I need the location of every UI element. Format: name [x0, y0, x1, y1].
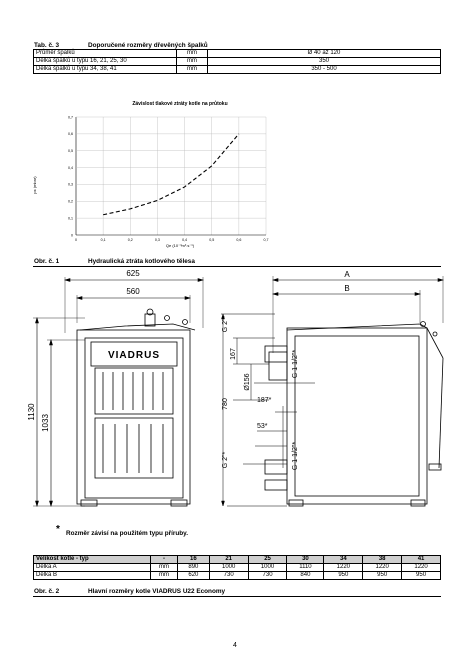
- figure1-title: Hydraulická ztráta kotlového tělesa: [88, 258, 195, 265]
- pressure-loss-chart: Závislost tlakové ztráty kotle na průtok…: [32, 100, 269, 248]
- brand-logo: VIADRUS: [108, 350, 160, 361]
- x-tick-label: 0,1: [101, 238, 106, 242]
- y-tick-label: 0,2: [68, 200, 73, 204]
- table-title: Doporučené rozměry dřevěných špalků: [88, 42, 208, 49]
- footnote-star: *: [56, 524, 60, 535]
- divider: [33, 266, 441, 267]
- y-tick-label: 0,3: [68, 183, 73, 187]
- table-row: Délka A mm 890 1000 1000 1110 1220 1220 …: [33, 563, 441, 572]
- dim-53: 53*: [257, 423, 268, 430]
- flange-bottom-g112: G 1 1/2"*: [292, 442, 299, 470]
- chart-ticks: 0 0,1 0,2 0,3 0,4 0,5 0,6 0,7 0 0,1 0,2 0,3 0,4 0,5 0,…: [68, 115, 269, 242]
- x-tick-label: 0,6: [236, 238, 241, 242]
- side-length-dims: [271, 276, 445, 353]
- y-tick-label: 0,1: [68, 216, 73, 220]
- x-tick-label: 0,5: [209, 238, 214, 242]
- boiler-front-view: [76, 308, 196, 507]
- figure1-label: Obr. č. 1: [34, 258, 60, 265]
- page-number: 4: [233, 642, 237, 649]
- chart-title: Závislost tlakové ztráty kotle na průtok…: [132, 100, 227, 107]
- footnote-text: Rozměr závisí na použitém typu příruby.: [66, 530, 189, 537]
- table-row: Délka B mm 620 730 730 840 950 950 950: [33, 571, 441, 580]
- y-tick-label: 0: [71, 233, 73, 237]
- table-row: Průměr špalků mm Ø 40 až 120: [33, 49, 441, 58]
- divider: [33, 596, 441, 597]
- dim-156: Ø156: [244, 373, 251, 390]
- dim-1033: 1033: [41, 414, 50, 432]
- dim-167: 167: [230, 348, 237, 360]
- dim-560: 560: [126, 287, 140, 296]
- figure2-label: Obr. č. 2: [34, 588, 60, 595]
- flange-top-g2: G 2"*: [222, 315, 229, 332]
- y-tick-label: 0,5: [68, 149, 73, 153]
- table-header: Velikost kotle - typ - 16 21 25 30 34 38…: [33, 555, 441, 564]
- boiler-side-view: [264, 321, 444, 507]
- flange-top-g112: G 1 1/2"*: [292, 350, 299, 378]
- side-height-dims: [221, 313, 315, 507]
- dim-a: A: [344, 270, 350, 279]
- y-axis-label: px (mbar): [32, 176, 37, 194]
- series-line: [103, 133, 240, 216]
- table-row: Délka špalků u typu 16, 21, 25, 30 mm 35…: [33, 57, 441, 66]
- dim-1130: 1130: [27, 403, 36, 421]
- table-label: Tab. č. 3: [34, 42, 60, 49]
- x-tick-label: 0,2: [128, 238, 133, 242]
- figure2-title: Hlavní rozměry kotle VIADRUS U22 Economy: [88, 588, 226, 595]
- chart-grid: [75, 116, 267, 236]
- dim-187: 187*: [257, 397, 272, 404]
- dim-625: 625: [126, 269, 140, 278]
- y-tick-label: 0,6: [68, 132, 73, 136]
- front-width-dims: [63, 277, 205, 333]
- dim-780: 780: [222, 398, 229, 410]
- table-row: Délka špalků u typu 34, 38, 41 mm 350 - …: [33, 65, 441, 74]
- y-tick-label: 0,7: [68, 115, 73, 119]
- wood-log-table: Průměr špalků mm Ø 40 až 120 Délka špalk…: [33, 49, 441, 74]
- flange-bottom-g2: G 2"*: [222, 451, 229, 468]
- x-tick-label: 0,4: [182, 238, 187, 242]
- x-axis-label: Qe (10⁻³m³.s⁻¹): [166, 243, 195, 248]
- x-tick-label: 0,3: [155, 238, 160, 242]
- boiler-drawing: 625 560 1130 1033 VIADRUS: [27, 269, 445, 508]
- dim-b: B: [344, 284, 349, 293]
- x-tick-label: 0: [75, 238, 77, 242]
- front-height-dims: [33, 316, 85, 508]
- x-tick-label: 0,7: [264, 238, 269, 242]
- y-tick-label: 0,4: [68, 166, 73, 170]
- boiler-size-table: Velikost kotle - typ - 16 21 25 30 34 38…: [33, 555, 441, 580]
